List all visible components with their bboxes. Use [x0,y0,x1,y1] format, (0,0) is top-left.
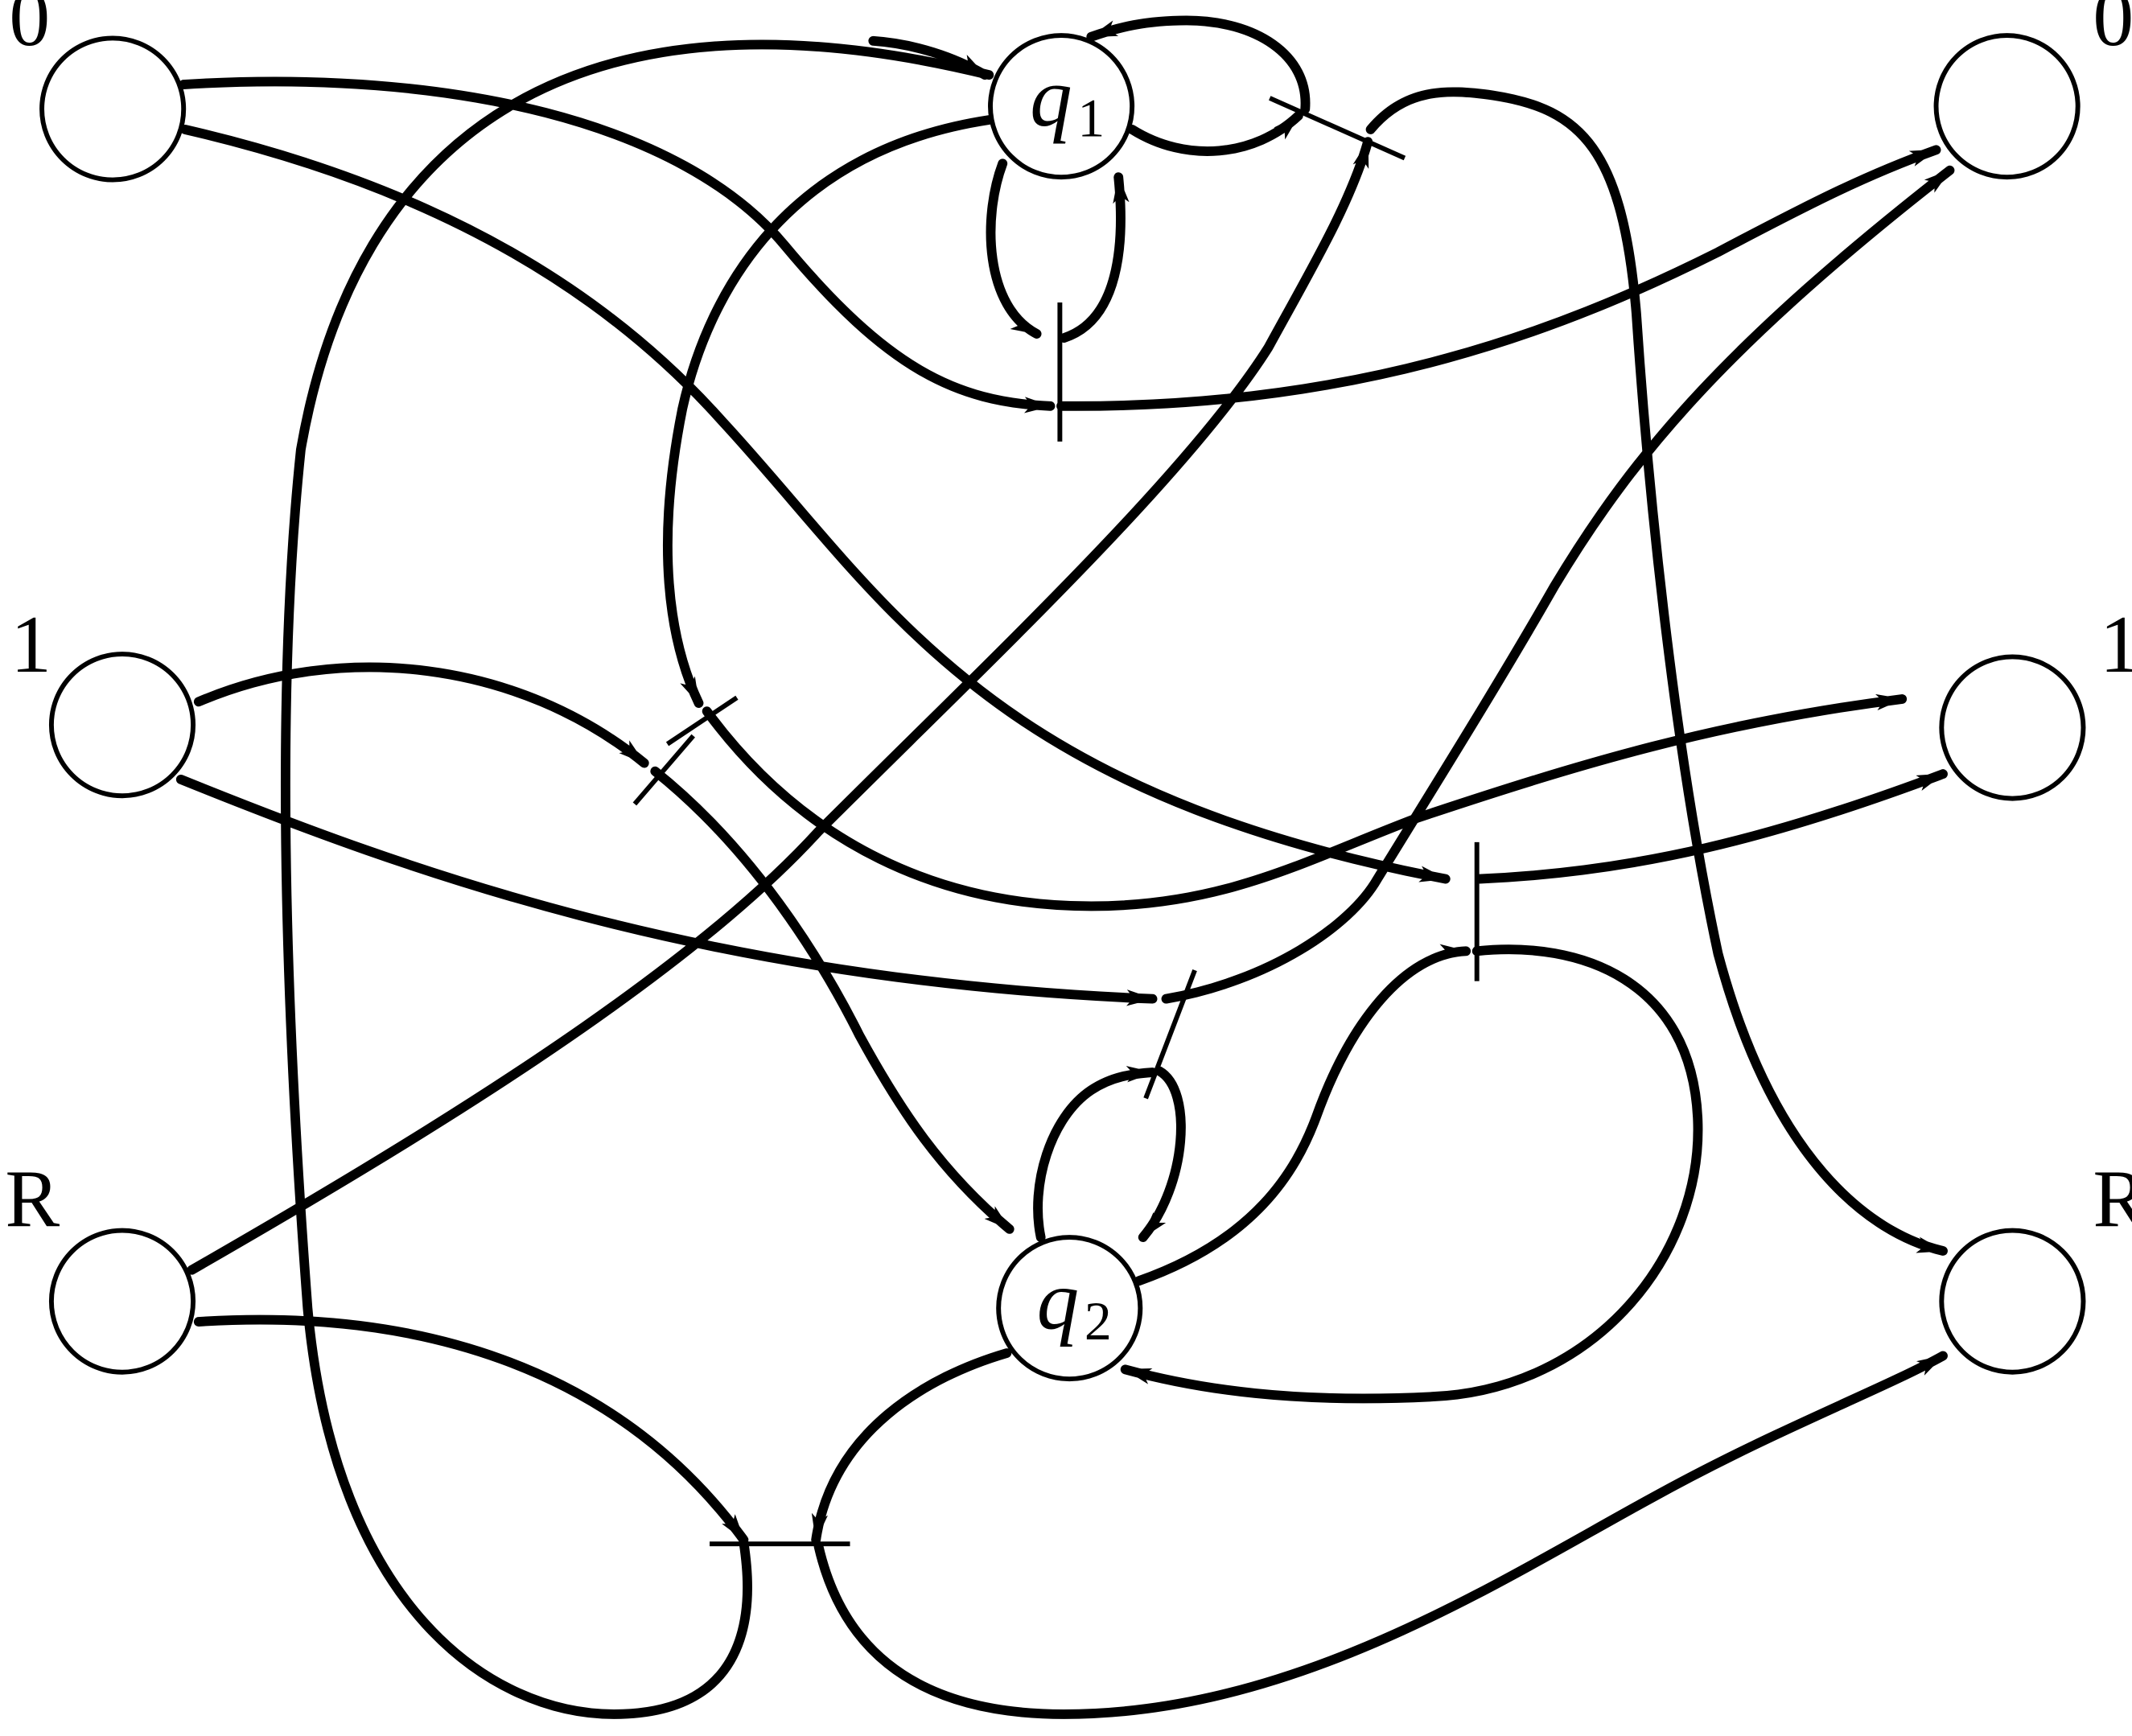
state-subscript-q1: 1 [1077,88,1105,148]
input-node-R [48,1228,196,1375]
input-label-1: 1 [10,599,51,689]
edge-g2-to-q1 [1086,15,1311,114]
edge-q1-to-g3 [663,115,994,708]
edge-g6-to-g2 [1161,165,1955,1004]
edges [175,15,1955,1719]
edge-g1-to-out0 [1056,145,1941,411]
output-label-R: R [2093,1153,2132,1244]
edge-inR-to-g2 [187,137,1373,1275]
edge-q1-to-g1-loop [986,158,1042,339]
output-node-0 [1933,33,2081,180]
edge-g4-to-q2 [650,766,1015,1234]
gate-bar-g2 [1269,96,1406,161]
edge-g6-to-q2-loop [1138,1066,1186,1242]
gate-bars [632,96,1480,1547]
input-node-0 [39,35,187,183]
edge-g5-to-q2 [1120,944,1703,1404]
edge-inR-to-g7 [193,1314,749,1545]
edge-g3-to-out1 [702,693,1908,911]
state-symbol-q2: q [1037,1253,1080,1347]
output-label-1: 1 [2100,599,2132,689]
state-node-q1 [988,33,1135,180]
edge-in0-to-g5 [179,124,1451,884]
edge-g1-to-q1-loop [1059,172,1130,343]
input-label-R: R [5,1153,60,1244]
edge-in1-to-g4 [193,662,649,768]
edge-in0-to-g1 [179,76,1056,413]
output-node-R [1939,1228,2086,1375]
edge-q2-to-g7 [811,1348,1012,1545]
state-symbol-q1: q [1030,50,1072,144]
input-node-1 [48,652,196,799]
output-nodes: 0 1 R [1933,0,2132,1375]
output-label-0: 0 [2093,0,2132,63]
gate-bar-g6 [1143,969,1197,1100]
state-subscript-q2: 2 [1085,1291,1112,1351]
edge-q1-outer-loop [280,39,994,1719]
edge-q2-to-g6-loop [1033,1066,1158,1242]
edge-g5-to-out1 [1475,769,1948,884]
gate-bar-g3 [665,695,739,747]
edge-q2-to-g5 [1134,944,1471,1286]
edge-q1-to-g2 [1127,111,1303,156]
edge-in1-to-g6 [175,774,1158,1006]
gate-bar-g4 [632,734,695,806]
input-nodes: 0 1 R [5,0,196,1375]
edge-g7-to-outR [813,1351,1948,1719]
input-label-0: 0 [9,0,50,63]
output-node-1 [1939,654,2086,801]
edge-g2-to-outR [1365,87,1948,1256]
edge-q1-entry [868,35,990,80]
state-node-q2 [996,1235,1143,1382]
